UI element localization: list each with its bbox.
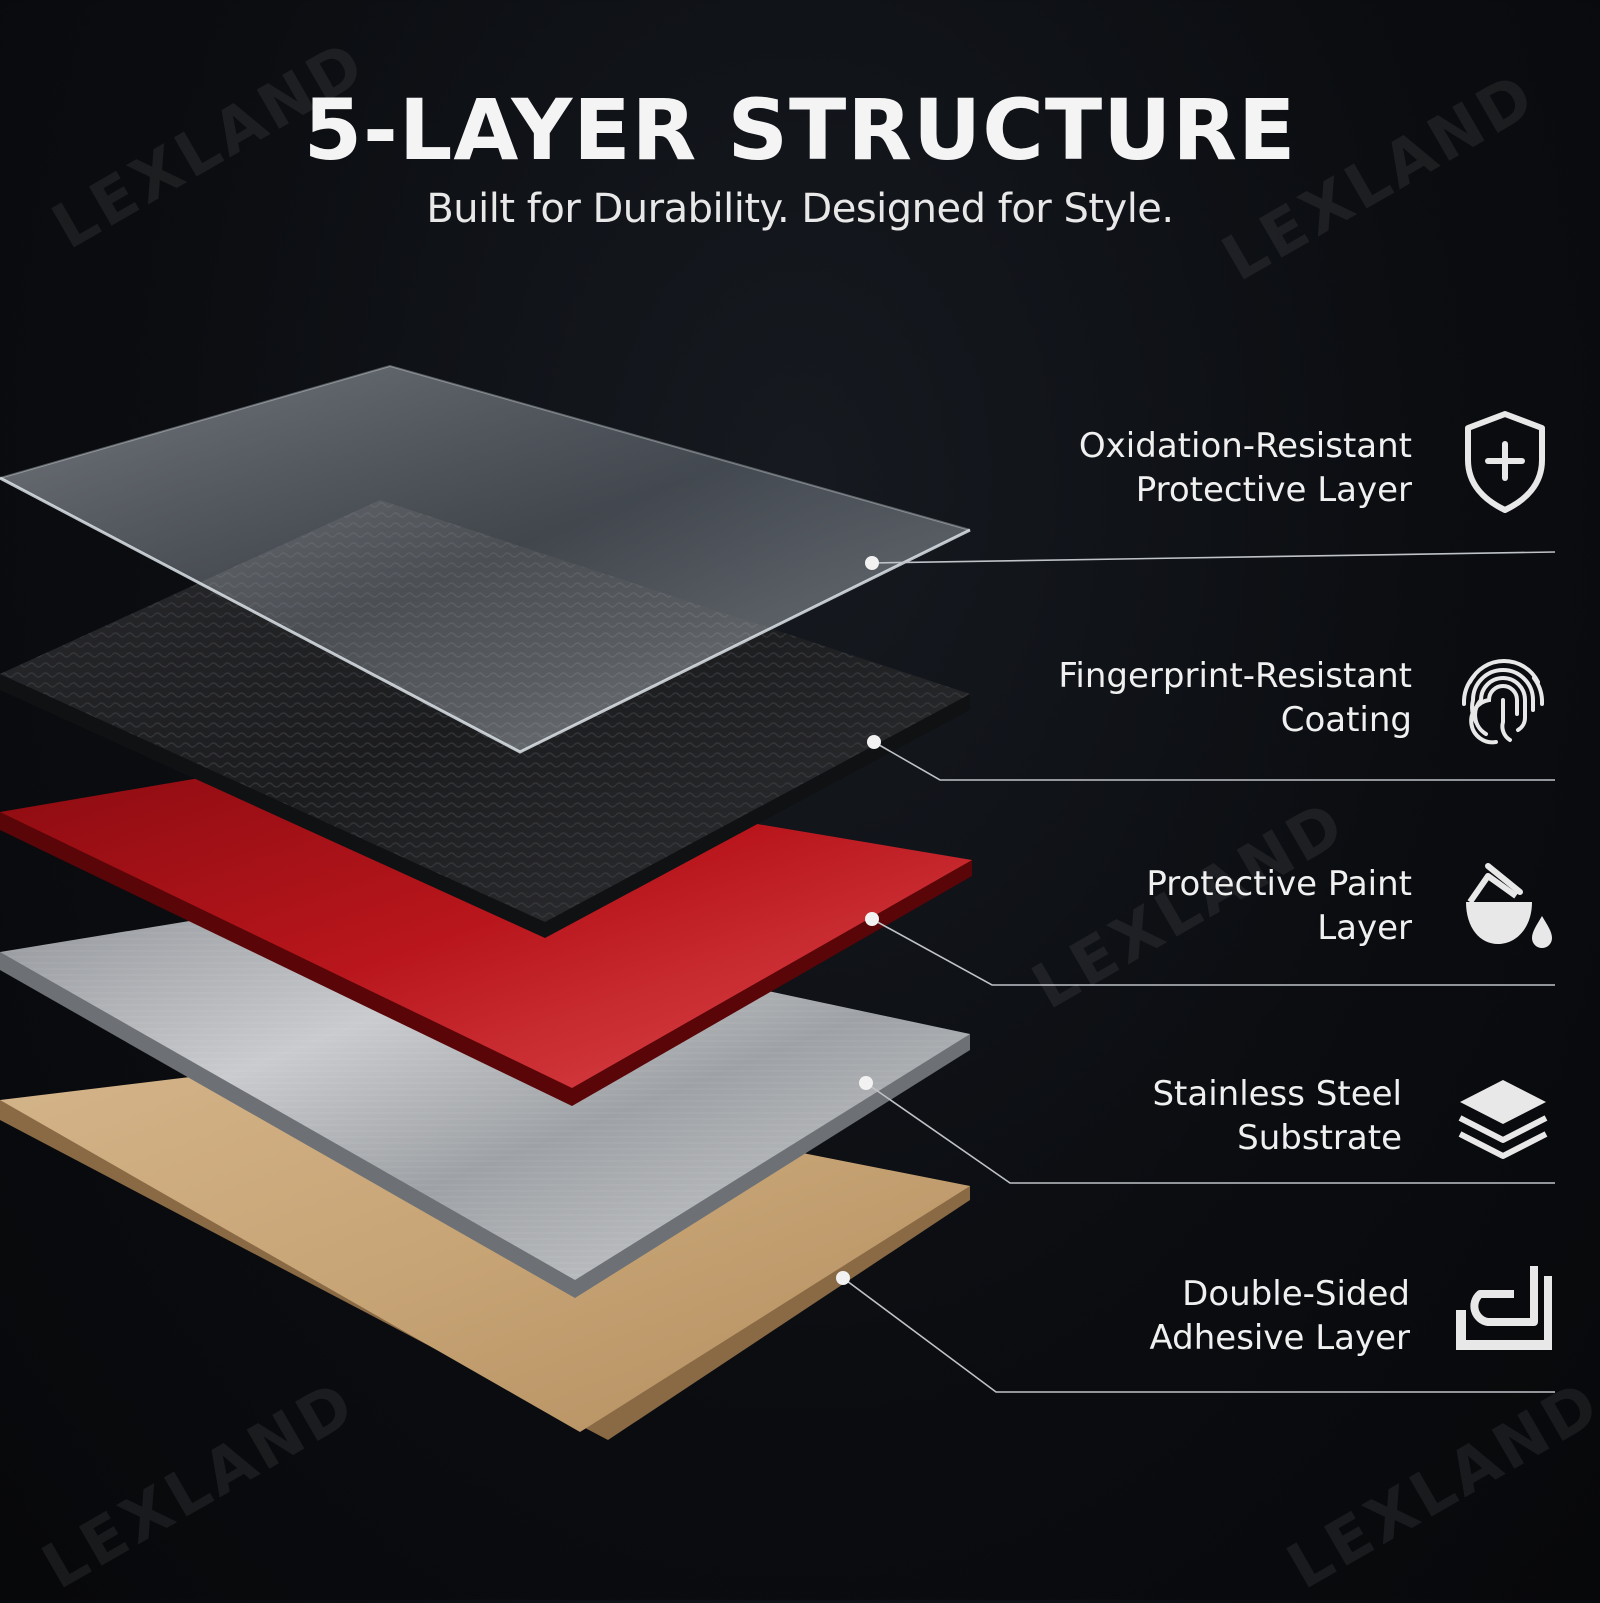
shield-plus-icon xyxy=(1465,411,1545,513)
page-title: 5-LAYER STRUCTURE xyxy=(303,81,1297,179)
layer-label-line: Stainless Steel xyxy=(1152,1074,1402,1114)
layer-label-line: Substrate xyxy=(1237,1118,1402,1159)
leader-line-4 xyxy=(859,1076,1555,1184)
layer-label-steel: Stainless Steel Substrate xyxy=(1152,1072,1402,1160)
fingerprint-icon xyxy=(1461,659,1545,745)
leader-line-5 xyxy=(836,1271,1555,1393)
layers-stack-icon xyxy=(1458,1080,1548,1159)
layer-label-fingerprint: Fingerprint-Resistant Coating xyxy=(1058,654,1412,742)
header: 5-LAYER STRUCTURE Built for Durability. … xyxy=(0,81,1600,233)
adhesive-tape-icon xyxy=(1456,1266,1552,1350)
oxidation-resistant-glass-plate xyxy=(0,364,971,754)
layer-label-line: Coating xyxy=(1280,700,1412,741)
layer-label-line: Oxidation-Resistant xyxy=(1078,426,1412,466)
layer-label-line: Protective Paint xyxy=(1146,864,1412,904)
page-subtitle: Built for Durability. Designed for Style… xyxy=(426,186,1174,233)
layer-label-oxidation: Oxidation-Resistant Protective Layer xyxy=(1079,424,1412,512)
layer-label-adhesive: Double-Sided Adhesive Layer xyxy=(1149,1272,1410,1360)
layer-label-line: Adhesive Layer xyxy=(1149,1318,1410,1359)
layer-label-line: Protective Layer xyxy=(1135,470,1412,511)
leader-line-1 xyxy=(865,551,1556,570)
layer-label-paint: Protective Paint Layer xyxy=(1146,862,1412,950)
layer-label-line: Layer xyxy=(1317,908,1412,949)
leader-line-3 xyxy=(865,912,1555,986)
leader-line-2 xyxy=(867,735,1555,781)
layer-label-line: Double-Sided xyxy=(1182,1274,1410,1314)
layer-label-line: Fingerprint-Resistant xyxy=(1058,656,1412,696)
paint-pour-icon xyxy=(1466,863,1552,948)
